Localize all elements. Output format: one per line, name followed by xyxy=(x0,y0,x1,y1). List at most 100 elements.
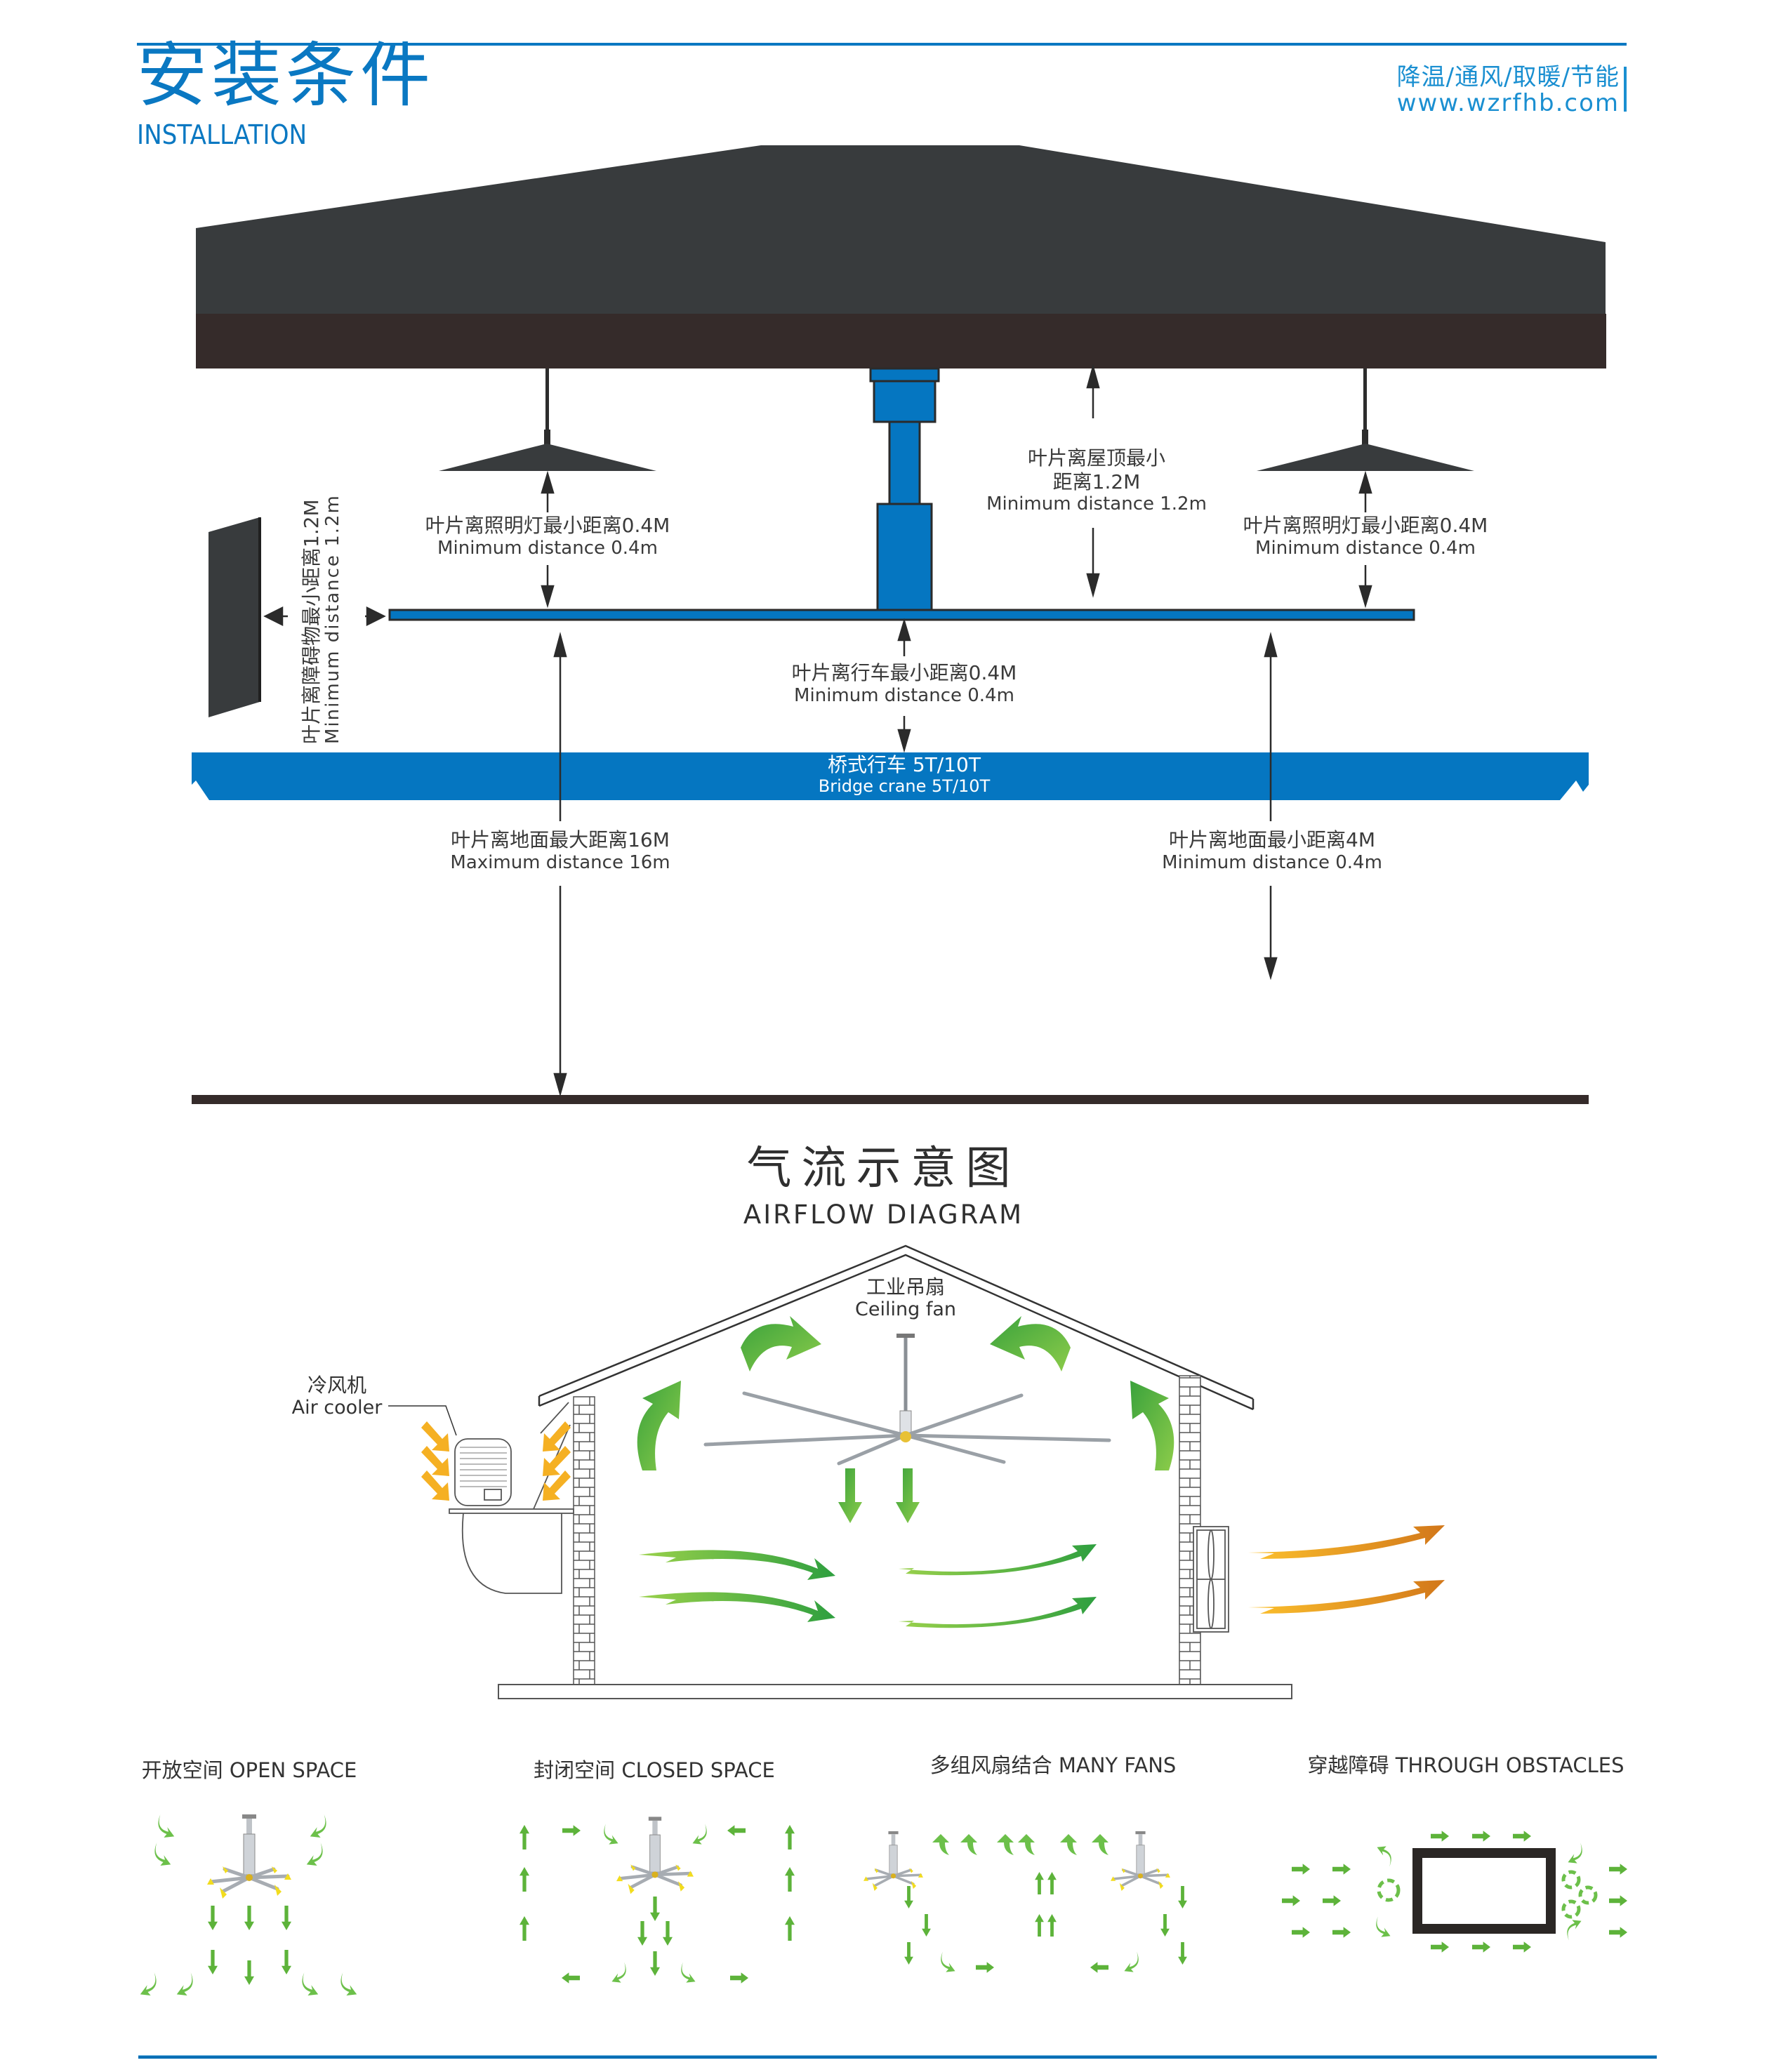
left-arrow-icon xyxy=(727,1825,746,1836)
down-arrow-icon xyxy=(663,1921,673,1946)
scenario-label-through-obstacles: 穿越障碍 THROUGH OBSTACLES xyxy=(1307,1753,1624,1777)
curved-arrow-icon xyxy=(1124,1951,1139,1972)
down-arrow-icon xyxy=(244,1906,254,1930)
ceiling-fan-icon xyxy=(703,1334,1111,1466)
right-arrow-icon xyxy=(1431,1941,1449,1953)
up-arrow-icon xyxy=(519,1867,529,1892)
turbulence-icons xyxy=(1377,1870,1598,1919)
right-arrow-icon xyxy=(1609,1927,1627,1938)
many-fans-airflow xyxy=(863,1830,1187,1973)
curved-arrow-icon xyxy=(176,1972,193,1995)
ceiling-fan-icon xyxy=(863,1830,923,1892)
down-arrow-icon xyxy=(650,1951,660,1976)
ceiling-fan-icon xyxy=(616,1817,694,1894)
green-circulation-arrows xyxy=(637,1316,1174,1523)
closed-space-airflow xyxy=(519,1817,795,1984)
dimension-arrows xyxy=(263,364,1372,1097)
right-arrow-icon xyxy=(1292,1927,1310,1938)
page-title: 安装条件 xyxy=(137,34,435,117)
floor-line xyxy=(192,1095,1589,1104)
airflow-subtitle: AIRFLOW DIAGRAM xyxy=(743,1200,1024,1230)
down-arrow-icon xyxy=(1178,1886,1187,1908)
light-right-clearance-label: 叶片离照明灯最小距离0.4M Minimum distance 0.4m xyxy=(1243,514,1488,559)
scenario-label-closed-space: 封闭空间 CLOSED SPACE xyxy=(534,1758,775,1782)
ceiling-fan-icon xyxy=(207,1814,291,1899)
down-arrow-icon xyxy=(904,1942,913,1965)
curved-arrow-icon xyxy=(941,1951,955,1972)
left-arrow-icon xyxy=(1090,1962,1108,1973)
right-arrow-icon xyxy=(976,1962,994,1973)
right-arrow-icon xyxy=(1292,1864,1310,1875)
down-arrow-icon xyxy=(904,1886,913,1908)
left-wall xyxy=(573,1396,595,1689)
right-arrow-icon xyxy=(1513,1941,1531,1953)
curved-arrow-icon xyxy=(1376,1916,1391,1937)
air-cooler xyxy=(449,1402,574,1594)
right-arrow-icon xyxy=(1472,1941,1490,1953)
footer-rule xyxy=(138,2055,1657,2059)
green-flow-arrows xyxy=(639,1544,1097,1628)
down-arrow-icon xyxy=(1160,1914,1170,1937)
ceiling-fan-label: 工业吊扇 Ceiling fan xyxy=(855,1275,956,1321)
installation-diagram xyxy=(192,145,1606,1104)
up-arrow-icon xyxy=(1035,1914,1044,1937)
right-arrow-icon xyxy=(1609,1864,1627,1875)
up-arrow-icon xyxy=(519,1825,529,1849)
ground-min-label: 叶片离地面最小距离4M Minimum distance 0.4m xyxy=(1162,828,1382,873)
tagline-divider xyxy=(1624,67,1627,112)
right-arrow-icon xyxy=(1609,1895,1627,1906)
curved-arrow-icon xyxy=(611,1962,626,1983)
light-fixture-left xyxy=(439,368,656,471)
curved-arrow-icon xyxy=(604,1824,618,1845)
roof-clearance-label: 叶片离屋顶最小 距离1.2M Minimum distance 1.2m xyxy=(986,446,1207,515)
curved-arrow-icon xyxy=(158,1814,175,1838)
down-arrow-icon xyxy=(244,1960,254,1985)
scenario-label-many-fans: 多组风扇结合 MANY FANS xyxy=(929,1753,1177,1777)
fan-blade xyxy=(388,609,1415,621)
curved-arrow-icon xyxy=(1568,1842,1582,1864)
crane-clearance-label: 叶片离行车最小距离0.4M Minimum distance 0.4m xyxy=(791,661,1017,706)
right-arrow-icon xyxy=(1323,1895,1341,1906)
down-arrow-icon xyxy=(208,1906,218,1930)
fan-mount xyxy=(869,367,940,612)
up-arrow-icon xyxy=(785,1916,795,1941)
ground-max-label: 叶片离地面最大距离16M Maximum distance 16m xyxy=(450,828,670,873)
exhaust-fan xyxy=(1193,1526,1229,1633)
down-arrow-icon xyxy=(282,1906,291,1930)
through-obstacles-airflow xyxy=(1282,1831,1627,1953)
down-arrow-icon xyxy=(650,1897,660,1921)
roof xyxy=(196,145,1606,316)
right-wall xyxy=(1179,1375,1201,1689)
curved-arrow-icon xyxy=(340,1972,357,1995)
up-arrow-icon xyxy=(785,1825,795,1849)
curved-arrow-icon xyxy=(154,1842,171,1866)
up-arrow-icon xyxy=(1047,1872,1057,1894)
light-fixture-right xyxy=(1257,368,1474,471)
down-arrow-icon xyxy=(637,1921,647,1946)
down-arrow-icon xyxy=(1178,1942,1187,1965)
right-arrow-icon xyxy=(1513,1831,1531,1842)
curved-arrow-icon xyxy=(140,1972,157,1995)
air-cooler-pointer xyxy=(388,1405,457,1436)
right-arrow-icon xyxy=(562,1825,581,1836)
bridge-crane-label: 桥式行车 5T/10T Bridge crane 5T/10T xyxy=(818,753,991,797)
header-top-rule xyxy=(137,43,1627,46)
right-arrow-icon xyxy=(1431,1831,1449,1842)
curved-arrow-icon xyxy=(681,1962,696,1983)
obstacle-wall xyxy=(209,517,260,717)
curved-arrow-icon xyxy=(302,1972,319,1995)
up-arrow-icon xyxy=(519,1916,529,1941)
right-arrow-icon xyxy=(1332,1864,1351,1875)
house-floor xyxy=(498,1684,1292,1699)
down-arrow-icon xyxy=(282,1950,291,1974)
open-space-airflow xyxy=(140,1814,357,1995)
exhaust-arrows xyxy=(1248,1525,1445,1614)
obstacle-box xyxy=(1412,1848,1556,1934)
scenario-label-open-space: 开放空间 OPEN SPACE xyxy=(141,1758,357,1782)
down-arrow-icon xyxy=(208,1950,218,1974)
right-arrow-icon xyxy=(1332,1927,1351,1938)
airflow-title: 气流示意图 xyxy=(746,1143,1021,1195)
left-arrow-icon xyxy=(562,1972,580,1984)
website-link[interactable]: www.wzrfhb.com xyxy=(1396,89,1620,117)
curved-arrow-icon xyxy=(1567,1920,1582,1941)
